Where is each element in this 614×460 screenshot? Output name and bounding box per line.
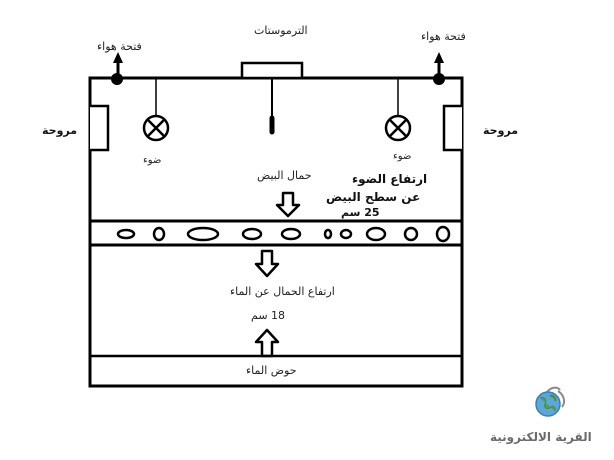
fan-right-label: مروحة <box>483 124 519 137</box>
tray-height-value: 18 سم <box>251 309 286 322</box>
air-vent-right-label: فتحة هواء <box>421 30 466 43</box>
fan-left-label: مروحة <box>42 124 78 137</box>
air-vent-left <box>111 52 123 85</box>
air-vent-left-label: فتحة هواء <box>97 40 142 53</box>
light-height-label-line1: ارتفاع الضوء <box>352 172 428 186</box>
eggs <box>116 225 451 243</box>
arrow-down-water <box>254 249 280 278</box>
egg <box>365 226 387 242</box>
egg <box>339 228 353 240</box>
egg-tray-label: حمال البيض <box>257 169 312 182</box>
egg-tray <box>88 219 464 247</box>
egg <box>403 226 419 242</box>
logo-globe-icon <box>535 386 566 417</box>
light-height-label-line2: عن سطح البيض <box>326 190 421 204</box>
egg <box>241 227 263 241</box>
light-right-label: ضوء <box>393 151 412 162</box>
light-left-label: ضوء <box>143 155 162 166</box>
fan-right <box>442 104 462 152</box>
tray-height-label: ارتفاع الحمال عن الماء <box>230 285 335 298</box>
light-left <box>142 78 170 142</box>
thermostat <box>240 61 304 135</box>
egg <box>186 226 220 242</box>
egg <box>152 226 166 242</box>
water-basin-label: حوض الماء <box>246 364 297 377</box>
air-vent-right <box>433 52 445 85</box>
arrow-down-tray <box>275 191 301 218</box>
egg <box>435 225 451 243</box>
egg <box>116 228 136 240</box>
egg <box>280 227 302 241</box>
arrow-up-water <box>254 328 280 358</box>
fan-left <box>90 104 110 152</box>
egg <box>323 228 333 240</box>
light-right <box>384 78 412 142</box>
light-height-value: 25 سم <box>341 206 380 219</box>
thermostat-label: الترموستات <box>254 24 308 37</box>
logo-text: القرية الالكترونية <box>490 430 592 444</box>
